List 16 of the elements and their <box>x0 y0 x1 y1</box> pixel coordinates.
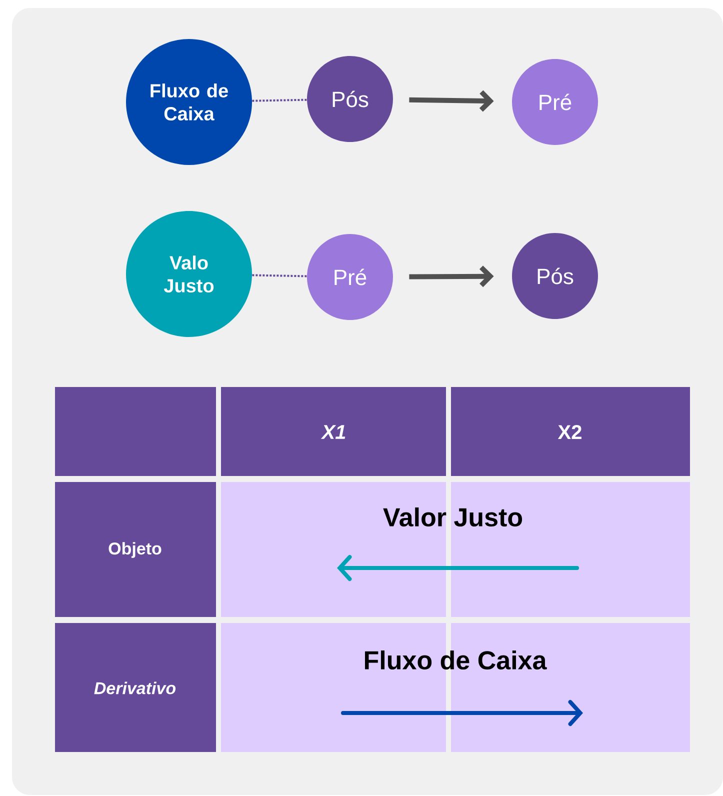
arrow <box>409 90 494 112</box>
circle-node: Pós <box>307 56 393 142</box>
column-header: X2 <box>558 425 582 439</box>
circle-node: Pré <box>307 234 393 320</box>
arrow <box>409 266 494 288</box>
circle-node: Pré <box>512 59 598 145</box>
circle-node: Fluxo de Caixa <box>126 39 252 165</box>
connector-line <box>252 274 307 278</box>
circle-node: Valo Justo <box>126 211 252 337</box>
cell-text: Valor Justo <box>383 507 522 527</box>
row-header: Derivativo <box>94 682 176 694</box>
row-header: Objeto <box>108 542 162 558</box>
cell-text: Fluxo de Caixa <box>365 650 547 670</box>
circle-node: Pós <box>512 233 598 319</box>
connector-line <box>252 98 307 102</box>
column-header: X1 <box>320 425 346 439</box>
